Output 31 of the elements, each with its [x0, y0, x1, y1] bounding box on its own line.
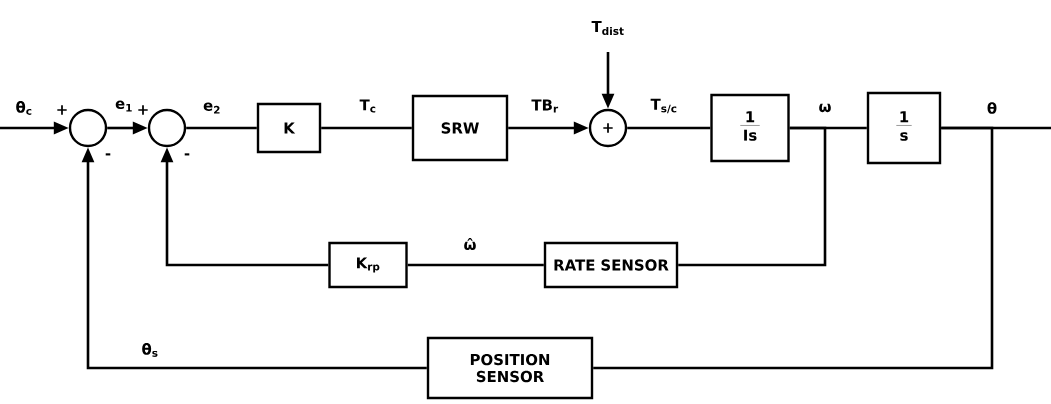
signal-line: [593, 126, 994, 370]
signal-label: θ: [987, 102, 997, 114]
block: K$_{rp}$: [328, 241, 408, 289]
signal-line: [407, 263, 544, 267]
signal-label: θ$_{c}$: [16, 101, 32, 115]
signal-line: [321, 126, 412, 130]
signal-label: T$_{s/c}$: [650, 98, 677, 114]
sign-label: -: [105, 153, 111, 156]
summing-junction: [68, 108, 108, 148]
signal-label: θ$_{s}$: [142, 343, 158, 357]
transfer-function-block: 1 Is: [710, 93, 790, 163]
transfer-function-block: 1 s: [866, 91, 942, 165]
signal-label: ω̂: [464, 237, 476, 251]
signal-line: [627, 126, 711, 130]
sign-label: -: [184, 153, 190, 156]
signal-label: ω: [819, 103, 831, 113]
signal-line: [186, 126, 257, 130]
sign-label: +: [57, 105, 67, 115]
signal-label: e$_{1}$: [115, 100, 132, 112]
block: K: [256, 102, 322, 154]
block: RATE SENSOR: [543, 241, 679, 289]
block: POSITION SENSOR: [426, 336, 594, 400]
signal-label: T$_{c}$: [359, 99, 376, 113]
sign-label: +: [138, 105, 148, 115]
signal-label: e$_{2}$: [203, 102, 220, 114]
block: SRW: [411, 94, 509, 162]
summing-junction: +: [588, 108, 628, 148]
signal-label: T$_{dist}$: [591, 21, 624, 35]
signal-line: [678, 126, 827, 267]
signal-label: TB$_{r}$: [531, 99, 559, 113]
summing-junction: [147, 108, 187, 148]
